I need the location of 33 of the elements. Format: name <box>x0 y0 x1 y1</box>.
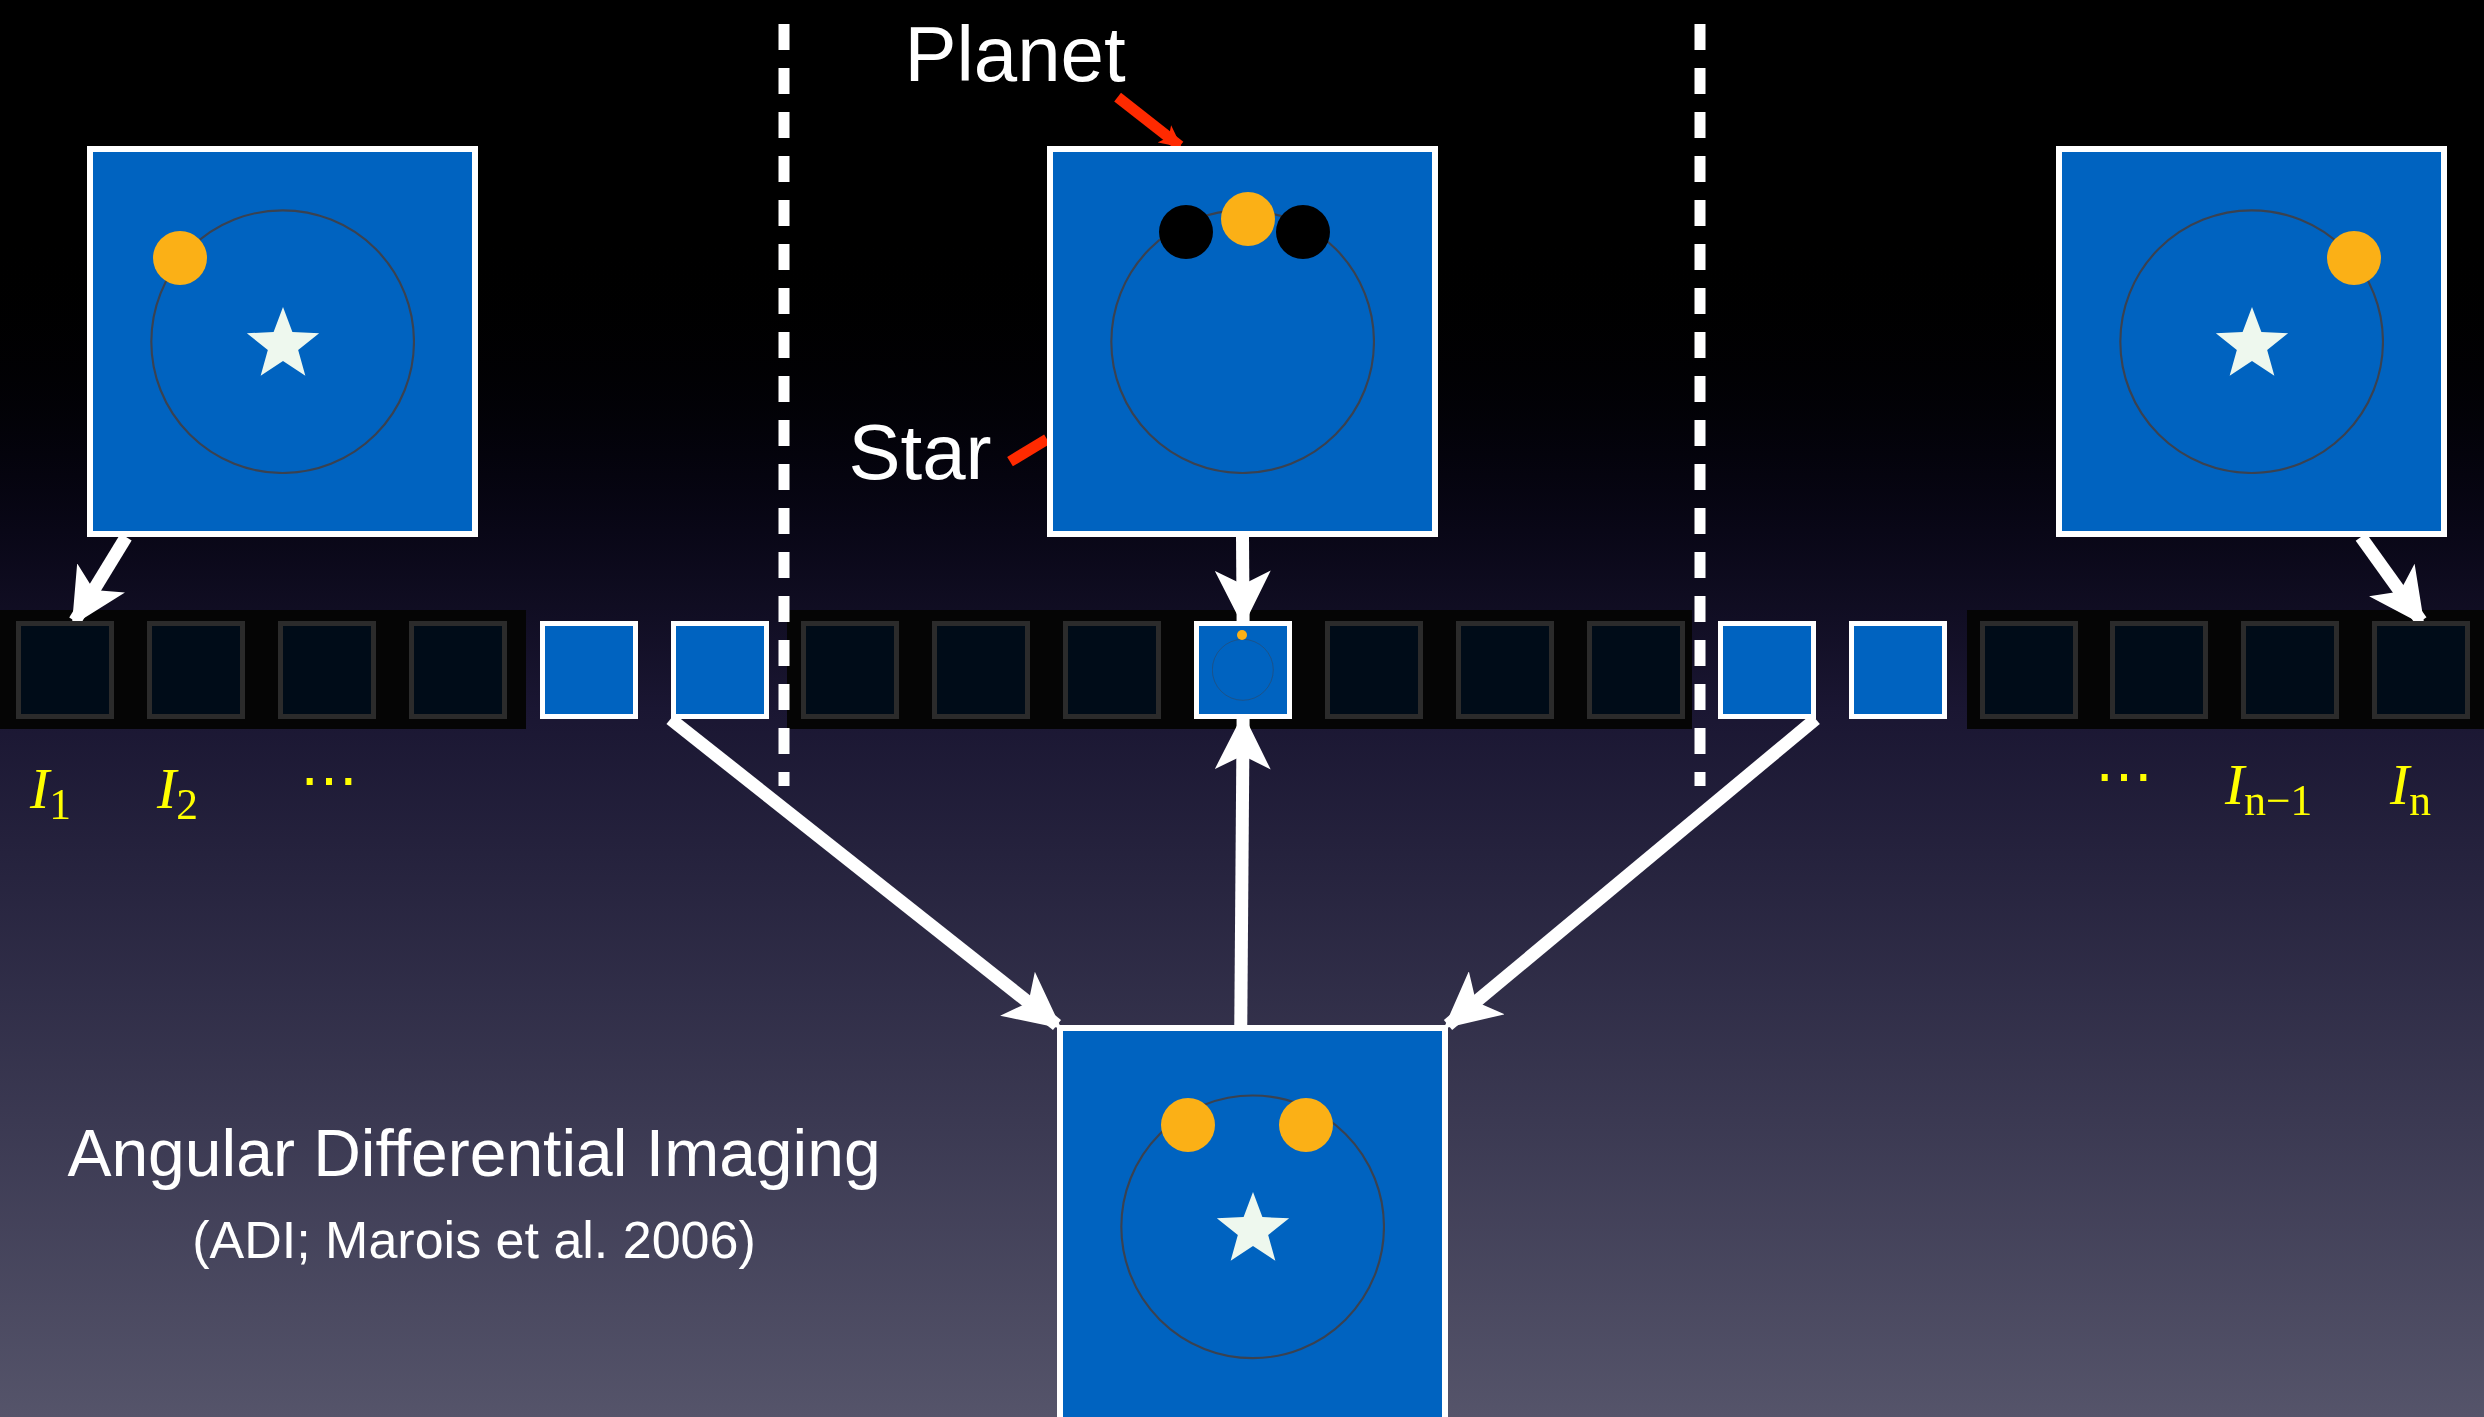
image-frame <box>1194 621 1293 719</box>
title: Angular Differential Imaging <box>66 1115 882 1192</box>
dark-image-frame <box>1586 621 1685 719</box>
image-panel <box>2056 146 2447 537</box>
dark-image-frame <box>2241 621 2340 719</box>
frame-index-label: I$_{n}$ <box>2390 756 2432 814</box>
callout-label: Planet <box>904 15 1126 93</box>
frame-index-label: ⋯ <box>2095 748 2153 806</box>
dark-image-frame <box>408 621 507 719</box>
dark-image-frame <box>1979 621 2078 719</box>
frame-index-label: I$_{n−1}$ <box>2225 756 2313 814</box>
dark-image-frame <box>932 621 1031 719</box>
image-frame <box>670 621 769 719</box>
image-frame <box>1717 621 1816 719</box>
image-panel <box>1057 1025 1448 1417</box>
frame-index-label: I$_{2}$ <box>157 760 199 818</box>
dark-image-frame <box>1063 621 1162 719</box>
caption: (ADI; Marois et al. 2006) <box>191 1210 757 1271</box>
image-frame <box>1848 621 1947 719</box>
dark-image-frame <box>801 621 900 719</box>
frame-index-label: ⋯ <box>300 752 358 810</box>
dark-image-frame <box>2372 621 2471 719</box>
dark-image-frame <box>16 621 114 719</box>
image-panel <box>87 146 478 537</box>
dark-image-frame <box>146 621 245 719</box>
image-frame <box>539 621 638 719</box>
dark-image-frame <box>1455 621 1554 719</box>
dark-image-frame <box>1325 621 1423 719</box>
frame-index-label: I$_{1}$ <box>30 760 72 818</box>
dark-image-frame <box>277 621 376 719</box>
callout-label: Star <box>848 413 992 491</box>
image-panel <box>1047 146 1438 537</box>
dark-image-frame <box>2110 621 2209 719</box>
